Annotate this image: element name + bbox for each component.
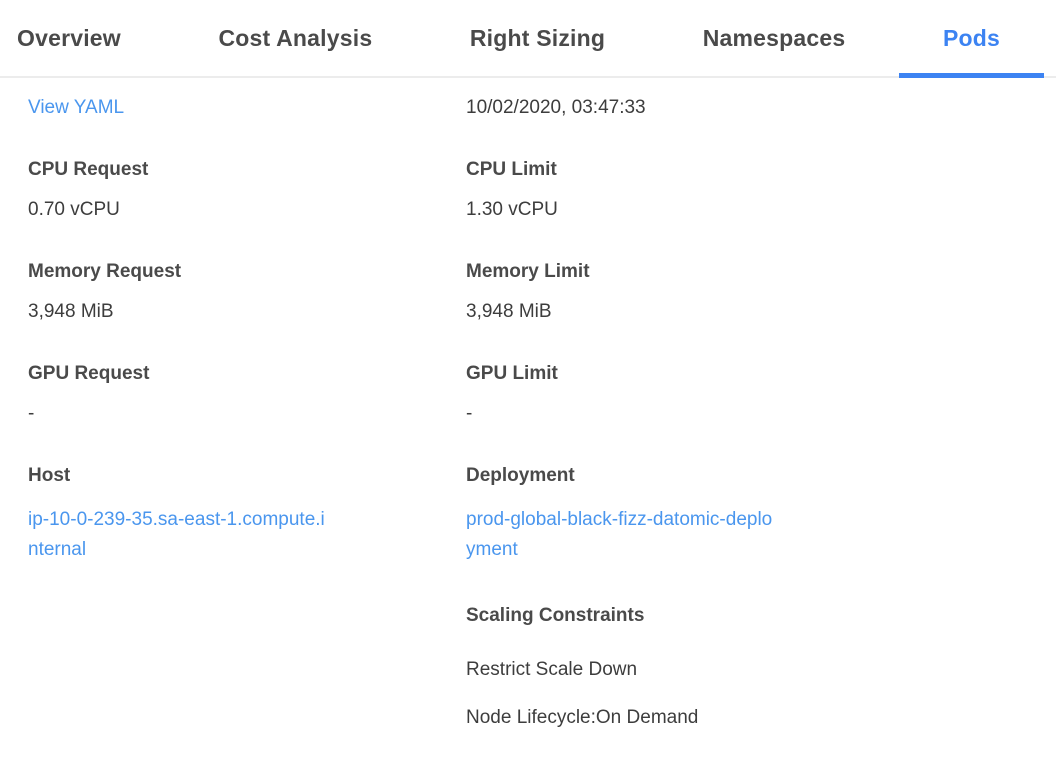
memory-request-value: 3,948 MiB	[28, 301, 114, 322]
tab-namespaces[interactable]: Namespaces	[702, 24, 846, 51]
deployment-link[interactable]: prod-global-black-fizz-datomic-deploymen…	[466, 509, 773, 560]
memory-limit-value: 3,948 MiB	[466, 301, 552, 322]
tab-overview[interactable]: Overview	[17, 24, 121, 51]
tab-pods[interactable]: Pods	[898, 0, 1044, 78]
scaling-constraint-item: Node Lifecycle:On Demand	[466, 707, 699, 728]
details-right-column: 10/02/2020, 03:47:33 CPU Limit 1.30 vCPU…	[466, 97, 1056, 758]
tab-right-sizing[interactable]: Right Sizing	[469, 24, 606, 51]
host-link[interactable]: ip-10-0-239-35.sa-east-1.compute.interna…	[28, 509, 325, 560]
gpu-request-value: -	[28, 403, 35, 424]
pod-timestamp: 10/02/2020, 03:47:33	[466, 97, 646, 118]
details-left-column: View YAML CPU Request 0.70 vCPU Memory R…	[28, 97, 466, 605]
cpu-request-label: CPU Request	[28, 159, 149, 180]
host-label: Host	[28, 465, 71, 486]
field-memory-limit: Memory Limit 3,948 MiB	[466, 261, 1056, 323]
field-memory-request: Memory Request 3,948 MiB	[28, 261, 466, 323]
field-deployment: Deployment prod-global-black-fizz-datomi…	[466, 465, 1056, 565]
field-cpu-request: CPU Request 0.70 vCPU	[28, 159, 466, 221]
field-scaling-constraints: Scaling Constraints Restrict Scale Down …	[466, 605, 1056, 729]
tab-cost-analysis[interactable]: Cost Analysis	[218, 24, 373, 51]
scaling-constraints-label: Scaling Constraints	[466, 605, 645, 626]
deployment-label: Deployment	[466, 465, 575, 486]
gpu-request-label: GPU Request	[28, 363, 150, 384]
cpu-request-value: 0.70 vCPU	[28, 199, 120, 220]
pod-details-panel: View YAML CPU Request 0.70 vCPU Memory R…	[0, 78, 1056, 758]
gpu-limit-label: GPU Limit	[466, 363, 558, 384]
memory-limit-label: Memory Limit	[466, 261, 590, 282]
field-gpu-request: GPU Request -	[28, 363, 466, 425]
view-yaml-link[interactable]: View YAML	[28, 97, 125, 118]
cpu-limit-value: 1.30 vCPU	[466, 199, 558, 220]
gpu-limit-value: -	[466, 403, 473, 424]
cpu-limit-label: CPU Limit	[466, 159, 557, 180]
field-cpu-limit: CPU Limit 1.30 vCPU	[466, 159, 1056, 221]
field-host: Host ip-10-0-239-35.sa-east-1.compute.in…	[28, 465, 466, 565]
tab-bar: Overview Cost Analysis Right Sizing Name…	[0, 0, 1056, 78]
scaling-constraint-item: Restrict Scale Down	[466, 659, 638, 680]
field-gpu-limit: GPU Limit -	[466, 363, 1056, 425]
memory-request-label: Memory Request	[28, 261, 182, 282]
